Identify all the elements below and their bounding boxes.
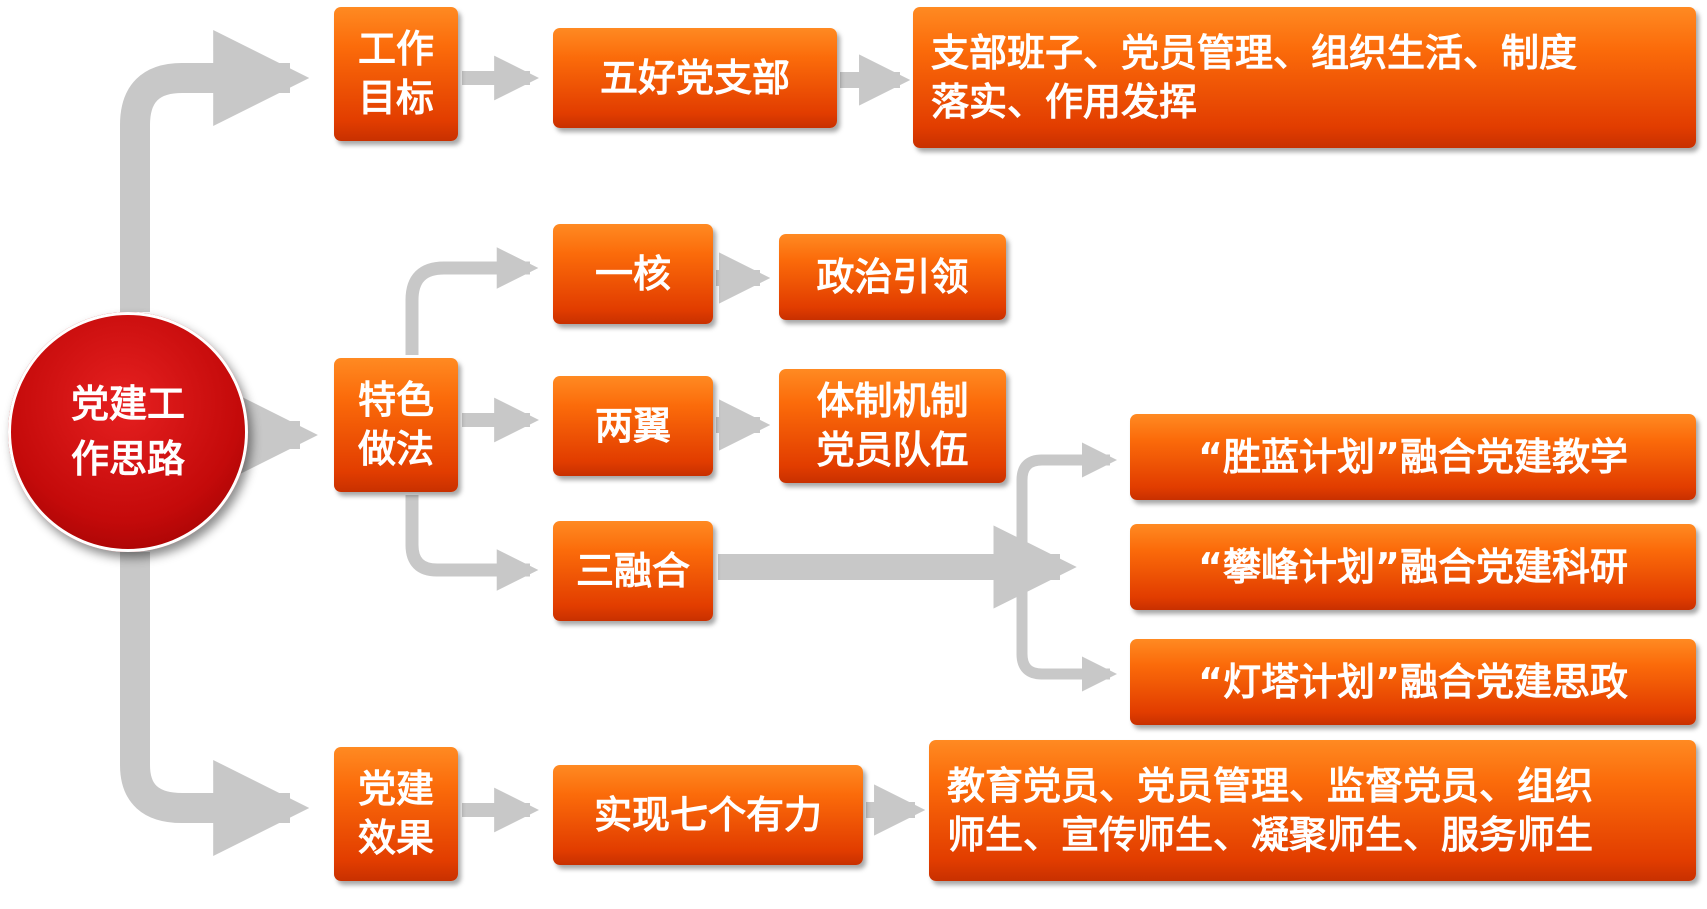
practice-core-detail: 政治引领 [779,234,1006,320]
goal-item: 五好党支部 [553,28,837,128]
arrow-hub-to-effect [120,552,310,857]
category-goal: 工作 目标 [334,7,458,141]
category-practice: 特色 做法 [334,358,458,492]
arrow-fusion-to-plan-1 [1016,442,1118,567]
category-effect: 党建 效果 [334,747,458,881]
arrow-fusion-to-plan-3 [1016,567,1118,692]
arrow-hub-to-goal [120,29,310,312]
fusion-plan-1: “胜蓝计划”融合党建教学 [1130,414,1696,500]
effect-detail: 教育党员、党员管理、监督党员、组织 师生、宣传师生、凝聚师生、服务师生 [929,740,1696,881]
practice-wings: 两翼 [553,376,713,476]
practice-fusion: 三融合 [553,521,713,621]
goal-detail: 支部班子、党员管理、组织生活、制度 落实、作用发挥 [913,7,1696,148]
practice-wings-detail: 体制机制 党员队伍 [779,369,1006,483]
hub-label: 党建工 作思路 [70,381,185,481]
fusion-plan-3: “灯塔计划”融合党建思政 [1130,639,1696,725]
arrow-practice-to-core [405,247,539,355]
practice-core: 一核 [553,224,713,324]
arrow-practice-to-fusion [405,495,539,591]
effect-item: 实现七个有力 [553,765,863,865]
hub-node: 党建工 作思路 [8,312,248,552]
fusion-plan-2: “攀峰计划”融合党建科研 [1130,524,1696,610]
